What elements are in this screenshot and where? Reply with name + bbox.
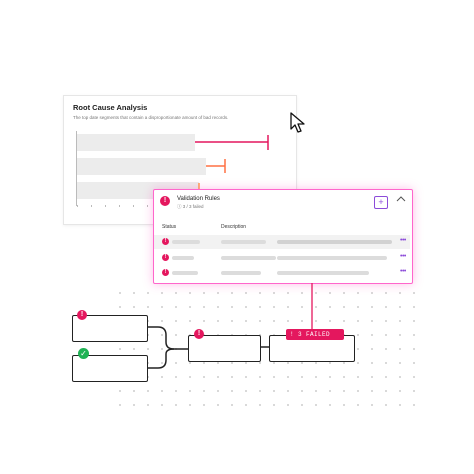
chart-bar <box>77 158 206 175</box>
table-row[interactable]: ! ••• <box>154 235 410 249</box>
alert-icon: ! <box>162 269 169 276</box>
add-rule-button[interactable]: + <box>374 196 388 209</box>
redacted-text <box>172 271 198 275</box>
table-row[interactable]: ! ••• <box>154 251 410 265</box>
column-header-status: Status <box>162 224 177 230</box>
redacted-text <box>221 240 266 244</box>
mouse-cursor-icon <box>290 112 305 133</box>
alert-icon: ! <box>162 238 169 245</box>
chart-axis <box>76 131 77 206</box>
redacted-text <box>221 271 261 275</box>
more-options-icon[interactable]: ••• <box>400 253 406 260</box>
alert-icon: ! <box>77 310 87 320</box>
root-cause-subtitle: The top date segments that contain a dis… <box>73 115 229 120</box>
failed-badge: ! 3 FAILED <box>286 329 344 340</box>
pipeline-node-source-2[interactable] <box>72 355 148 382</box>
validation-rules-panel: ! Validation Rules ⓘ 3 / 3 failed + Stat… <box>153 189 413 284</box>
alert-icon: ! <box>162 254 169 261</box>
more-options-icon[interactable]: ••• <box>400 268 406 275</box>
chart-bar <box>77 134 195 151</box>
pipeline-node-transform[interactable] <box>188 335 261 362</box>
root-cause-title: Root Cause Analysis <box>73 103 148 112</box>
alert-icon: ! <box>160 196 170 206</box>
background-dot-grid <box>113 286 423 410</box>
validation-rules-title: Validation Rules <box>177 196 220 202</box>
check-icon: ✓ <box>78 348 89 359</box>
pipeline-node-source-1[interactable] <box>72 315 148 342</box>
more-options-icon[interactable]: ••• <box>400 237 406 244</box>
redacted-text <box>221 256 276 260</box>
redacted-text <box>277 256 387 260</box>
redacted-text <box>277 240 392 244</box>
error-bars <box>195 135 269 190</box>
table-row[interactable]: ! ••• <box>154 266 410 280</box>
redacted-text <box>277 271 369 275</box>
failed-count: ⓘ 3 / 3 failed <box>177 204 204 209</box>
column-header-description: Description <box>221 224 247 230</box>
alert-icon: ! <box>194 329 204 339</box>
chevron-up-icon[interactable] <box>396 195 406 203</box>
redacted-text <box>172 240 200 244</box>
redacted-text <box>172 256 194 260</box>
